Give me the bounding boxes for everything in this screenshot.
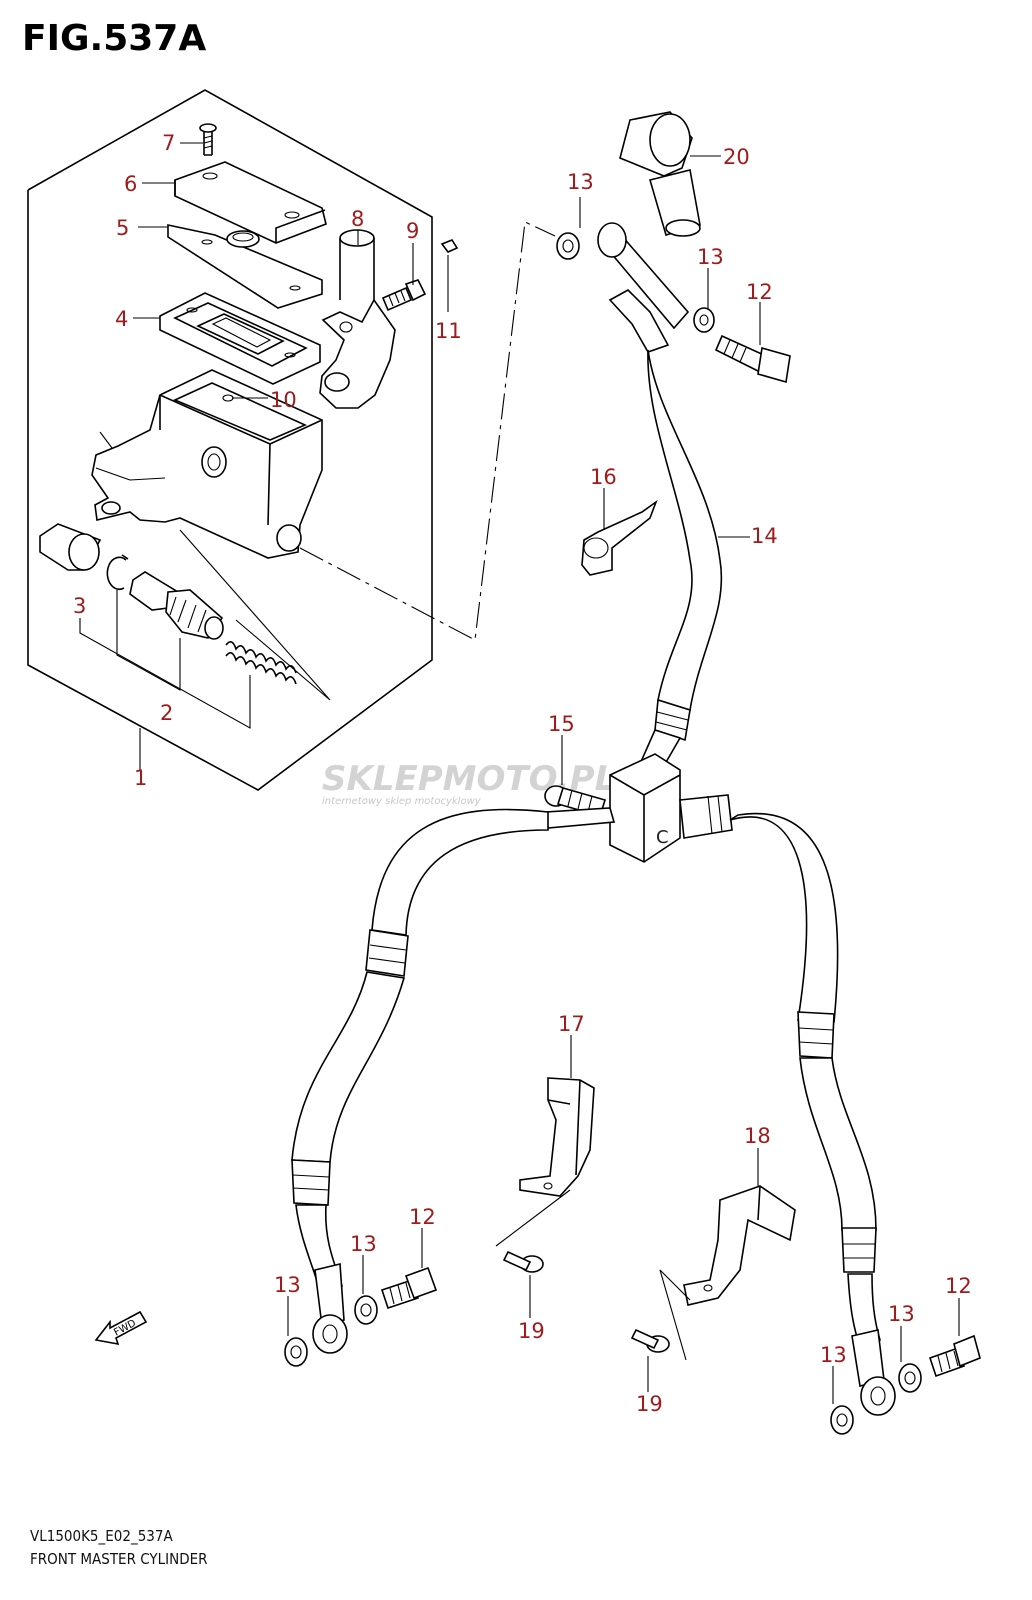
callout-19b: 19: [636, 1392, 663, 1416]
part-12-bolts-lower: [380, 1266, 981, 1378]
part-4-diaphragm: [159, 292, 321, 385]
callout-13f: 13: [820, 1343, 847, 1367]
callout-13d: 13: [274, 1273, 301, 1297]
callout-3: 3: [73, 594, 86, 618]
callout-14: 14: [751, 524, 778, 548]
master-cylinder-body: [91, 369, 323, 559]
callout-4: 4: [115, 307, 128, 331]
callout-10: 10: [270, 388, 297, 412]
part-19-screw-a: [502, 1250, 544, 1273]
callout-13b: 13: [697, 245, 724, 269]
callout-1: 1: [134, 766, 147, 790]
figure-title: FIG.537A: [22, 18, 207, 59]
part-20-cap: [619, 111, 701, 237]
callout-2: 2: [160, 701, 173, 725]
part-7-screw: [199, 123, 217, 156]
callout-18: 18: [744, 1124, 771, 1148]
junction-mark: C: [656, 827, 669, 848]
explode-lines: [179, 529, 331, 701]
callout-11: 11: [435, 319, 462, 343]
callout-13e: 13: [888, 1302, 915, 1326]
callout-13a: 13: [567, 170, 594, 194]
part-9-bolt: [381, 279, 427, 312]
watermark-tagline: internetowy sklep motocyklowy: [322, 796, 482, 807]
callout-12c: 12: [945, 1274, 972, 1298]
left-brake-hose: [291, 807, 616, 1354]
part-16-clamp: [581, 499, 658, 576]
part-11-cap: [440, 239, 459, 253]
part-18-bracket: [659, 1185, 796, 1361]
piston-assembly: [129, 571, 224, 640]
forward-arrow: [94, 1310, 148, 1346]
callout-15: 15: [548, 712, 575, 736]
figure-caption: FRONT MASTER CYLINDER: [30, 1550, 208, 1568]
master-cylinder-kit-box: [27, 89, 433, 791]
callout-13c: 13: [350, 1232, 377, 1256]
part-5-plate: [167, 224, 323, 309]
part-17-bracket: [495, 1077, 595, 1247]
part-19-screw-b: [630, 1328, 670, 1353]
part-8-clamp: [319, 229, 396, 409]
leader-lines: [133, 142, 960, 1404]
callout-7: 7: [162, 131, 175, 155]
callout-12b: 12: [409, 1205, 436, 1229]
callout-9: 9: [406, 219, 419, 243]
callout-20: 20: [723, 145, 750, 169]
callout-16: 16: [590, 465, 617, 489]
junction-block: [609, 753, 681, 863]
circlip: [106, 554, 129, 591]
callout-8: 8: [351, 207, 364, 231]
centre-line: [299, 221, 556, 641]
part-12-bolt-upper: [714, 334, 791, 384]
callout-12a: 12: [746, 280, 773, 304]
part-14-hose: [556, 222, 723, 792]
callout-6: 6: [124, 172, 137, 196]
callout-labels: 1 2 3 4 5 6 7 8 9 10 11 12 12 12 13 13 1…: [73, 131, 972, 1416]
callout-brackets: [79, 590, 251, 770]
figure-code: VL1500K5_E02_537A: [30, 1527, 173, 1545]
fwd-label: FWD: [112, 1318, 138, 1339]
callout-19a: 19: [518, 1319, 545, 1343]
spring: [225, 641, 297, 685]
callout-5: 5: [116, 216, 129, 240]
right-brake-hose: [679, 794, 896, 1416]
part-3-boot: [39, 523, 102, 571]
part-13-washers-lower: [284, 1295, 922, 1435]
part-13-washer-upper: [693, 307, 715, 333]
callout-17: 17: [558, 1012, 585, 1036]
